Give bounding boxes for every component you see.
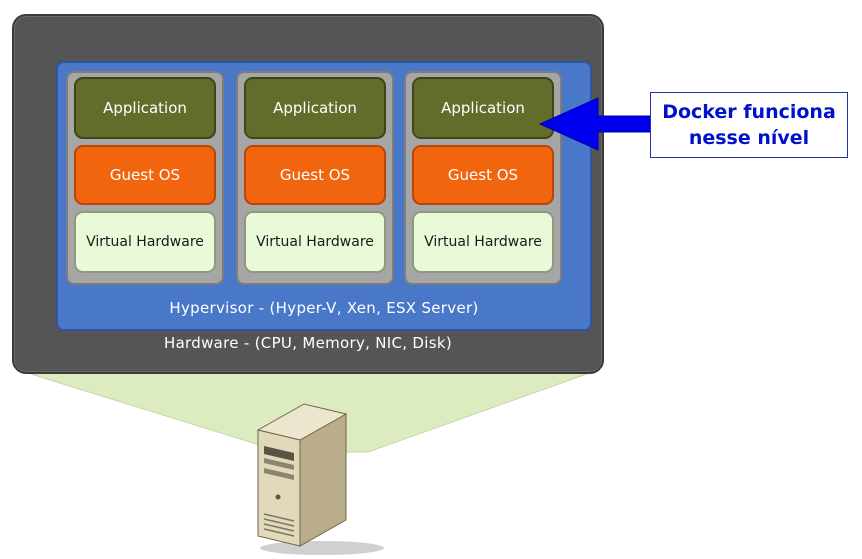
- vm-1: Application Guest OS Virtual Hardware: [66, 71, 224, 285]
- application-layer: Application: [412, 77, 554, 139]
- virtual-hardware-layer: Virtual Hardware: [74, 211, 216, 273]
- virtual-hardware-layer: Virtual Hardware: [412, 211, 554, 273]
- callout-line-2: nesse nível: [688, 127, 810, 149]
- hypervisor-layer: Application Guest OS Virtual Hardware Ap…: [56, 61, 592, 331]
- application-layer: Application: [74, 77, 216, 139]
- hardware-layer: Application Guest OS Virtual Hardware Ap…: [12, 14, 604, 374]
- guest-os-layer: Guest OS: [74, 145, 216, 205]
- guest-os-layer: Guest OS: [412, 145, 554, 205]
- vm-3: Application Guest OS Virtual Hardware: [404, 71, 562, 285]
- hardware-label: Hardware - (CPU, Memory, NIC, Disk): [163, 334, 453, 352]
- docker-callout: Docker funciona nesse nível: [650, 92, 848, 158]
- hypervisor-label: Hypervisor - (Hyper-V, Xen, ESX Server): [169, 299, 479, 317]
- callout-line-1: Docker funciona: [662, 101, 836, 123]
- application-layer: Application: [244, 77, 386, 139]
- vm-2: Application Guest OS Virtual Hardware: [236, 71, 394, 285]
- guest-os-layer: Guest OS: [244, 145, 386, 205]
- virtual-hardware-layer: Virtual Hardware: [244, 211, 386, 273]
